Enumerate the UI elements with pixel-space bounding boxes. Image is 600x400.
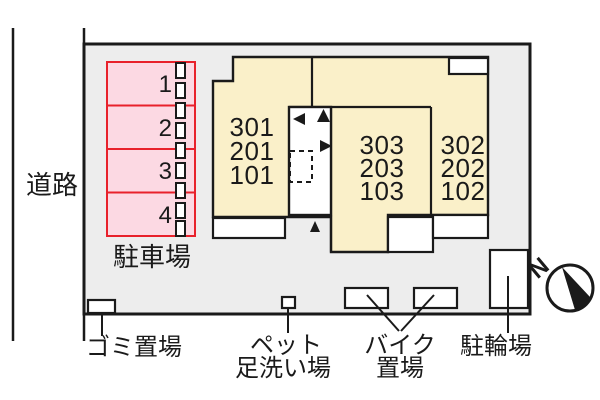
- up-arrow-icon: [317, 109, 330, 122]
- corridor-dashed-box: [289, 150, 313, 183]
- bike-pointer-line-2: [400, 294, 435, 332]
- pet-wash-label-line1: ペット: [250, 332, 322, 359]
- building: 301 201 101 303 203 103 302 202 102: [211, 55, 490, 254]
- unit-number: 101: [230, 160, 275, 190]
- bike-label-line1: バイク: [364, 332, 436, 359]
- bicycle-label: 駐輪場: [460, 333, 532, 360]
- unit-number: 301: [230, 112, 275, 142]
- bike-pointer-line-1: [366, 294, 400, 332]
- unit-number: 303: [360, 130, 405, 160]
- porch-left: [211, 216, 287, 240]
- parking-marker: [175, 182, 186, 199]
- parking-marker: [175, 62, 186, 79]
- corridor-area: [287, 105, 333, 217]
- porch-right: [431, 213, 490, 240]
- garbage-label: ゴミ置場: [86, 334, 182, 361]
- parking-boundary-markers: [175, 62, 186, 237]
- parking-marker: [175, 142, 186, 159]
- parking-marker: [175, 162, 186, 179]
- compass-needle-icon: [562, 267, 590, 310]
- bike-storage-area: バイク 置場: [343, 286, 459, 382]
- unit-number: 203: [360, 153, 405, 183]
- parking-label: 駐車場: [113, 242, 191, 272]
- entrance-up-arrow-icon: [310, 221, 320, 232]
- parking-marker: [175, 102, 186, 119]
- unit-number: 103: [360, 176, 405, 206]
- bike-label-line2: 置場: [376, 355, 424, 382]
- unit-middle-stack: 303 203 103: [360, 130, 405, 206]
- garbage-area: ゴミ置場: [86, 298, 182, 361]
- garbage-box: [86, 298, 117, 315]
- bicycle-parking-area: 駐輪場: [460, 248, 532, 360]
- unit-right-stack: 302 202 102: [441, 130, 486, 206]
- pet-wash-label-line2: 足洗い場: [235, 355, 331, 382]
- left-arrow-icon: [293, 113, 305, 125]
- pet-wash-area: ペット 足洗い場: [235, 295, 331, 382]
- parking-stall-3-number: 3: [159, 158, 172, 185]
- compass: N: [524, 252, 595, 313]
- parking-stall-4-number: 4: [159, 202, 172, 229]
- bike-box-1: [343, 286, 390, 310]
- parking-marker: [175, 82, 186, 99]
- entrance-corridor: [287, 105, 333, 217]
- pet-wash-box: [280, 295, 297, 310]
- road-label: 道路: [26, 170, 78, 200]
- building-top-right-notch: [447, 56, 490, 76]
- unit-number: 201: [230, 136, 275, 166]
- porch-middle: [386, 215, 435, 254]
- parking-marker: [175, 220, 186, 237]
- right-arrow-icon: [320, 140, 332, 152]
- unit-left-stack: 301 201 101: [230, 112, 275, 190]
- unit-number: 102: [441, 176, 486, 206]
- parking-area: 1 2 3 4 駐車場: [106, 61, 196, 272]
- bike-box-2: [412, 286, 459, 310]
- unit-number: 302: [441, 130, 486, 160]
- parking-marker: [175, 122, 186, 139]
- parking-marker: [175, 202, 186, 219]
- unit-number: 202: [441, 153, 486, 183]
- parking-stall-2-number: 2: [159, 115, 172, 142]
- road: 道路: [11, 28, 86, 341]
- parking-stall-1-number: 1: [159, 71, 172, 98]
